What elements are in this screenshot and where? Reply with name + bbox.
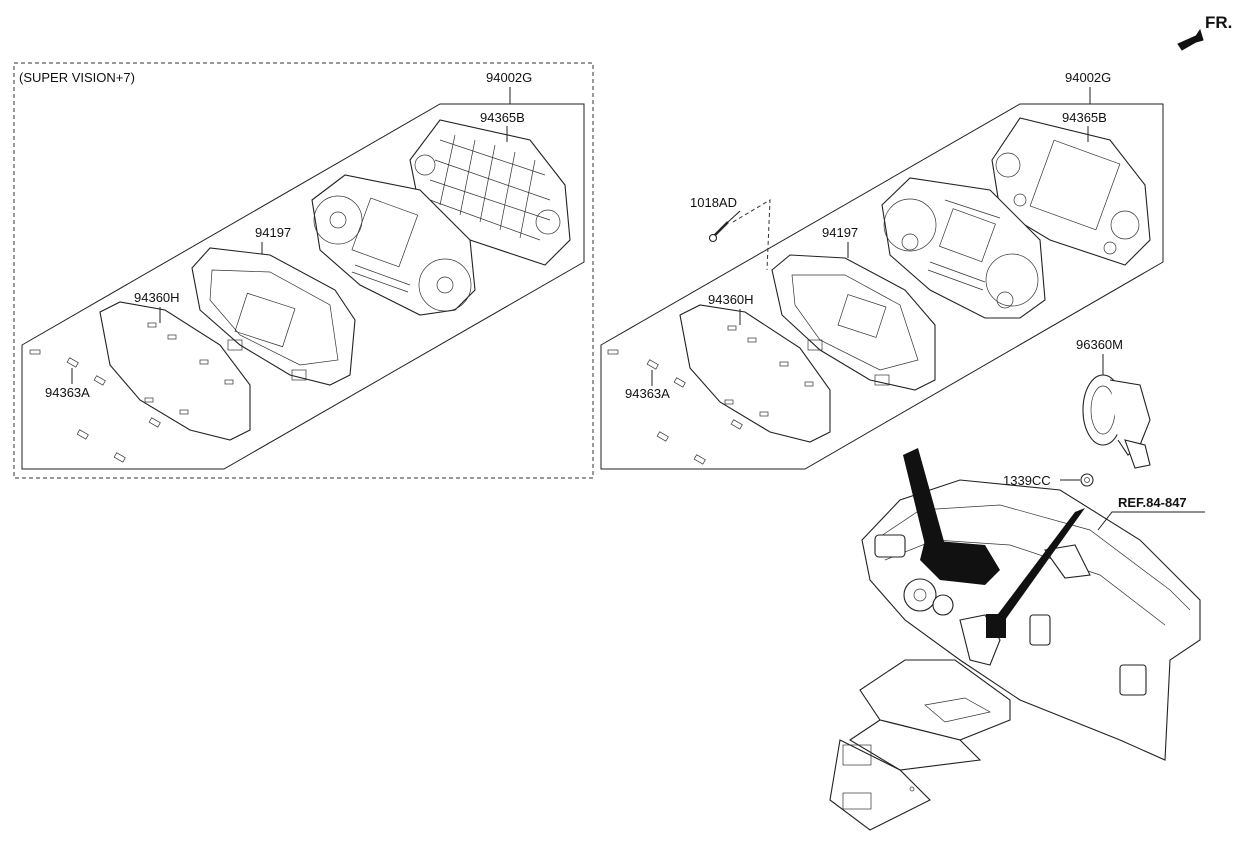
front-direction-icon: [1177, 28, 1204, 51]
right-assembly-label: 94002G: [1065, 70, 1111, 85]
right-gauge-face-label: 94197: [822, 225, 858, 240]
dashboard-illustration: [829, 479, 1201, 831]
left-lens-part: [99, 301, 251, 441]
right-clips: [607, 349, 743, 465]
right-clip-label: 94363A: [625, 386, 670, 401]
right-lens-frame-label: 94360H: [708, 292, 754, 307]
right-lens-part: [679, 304, 831, 443]
screw-leader: [727, 210, 741, 223]
left-clip-label: 94363A: [45, 385, 90, 400]
screw-alignment-line: [732, 199, 771, 271]
left-housing-label: 94365B: [480, 110, 525, 125]
front-direction-label: FR.: [1205, 13, 1232, 32]
speaker-part: [1082, 374, 1151, 469]
speaker-label: 96360M: [1076, 337, 1123, 352]
left-housing-part: [409, 119, 571, 266]
left-gauge-face-label: 94197: [255, 225, 291, 240]
variant-label: (SUPER VISION+7): [19, 70, 135, 85]
variant-dashed-box: [13, 62, 594, 479]
right-housing-label: 94365B: [1062, 110, 1107, 125]
left-assembly-label: 94002G: [486, 70, 532, 85]
right-lens-frame-part: [771, 254, 936, 391]
right-gauge-face-part: [881, 177, 1046, 319]
nut-label: 1339CC: [1003, 473, 1051, 488]
speaker-location-highlight: [986, 508, 1085, 638]
left-assembly-outline: [21, 103, 585, 470]
left-gauge-face-part: [311, 174, 476, 316]
cluster-location-highlight: [903, 448, 1000, 585]
reference-leader: [1097, 511, 1205, 531]
right-assembly-outline: [600, 103, 1164, 470]
left-clips: [29, 349, 161, 463]
left-lens-frame-label: 94360H: [134, 290, 180, 305]
screw-label: 1018AD: [690, 195, 737, 210]
screw-part: [708, 221, 729, 243]
nut-part: [1080, 473, 1094, 487]
reference-label: REF.84-847: [1118, 495, 1187, 510]
left-lens-frame-part: [191, 247, 356, 386]
